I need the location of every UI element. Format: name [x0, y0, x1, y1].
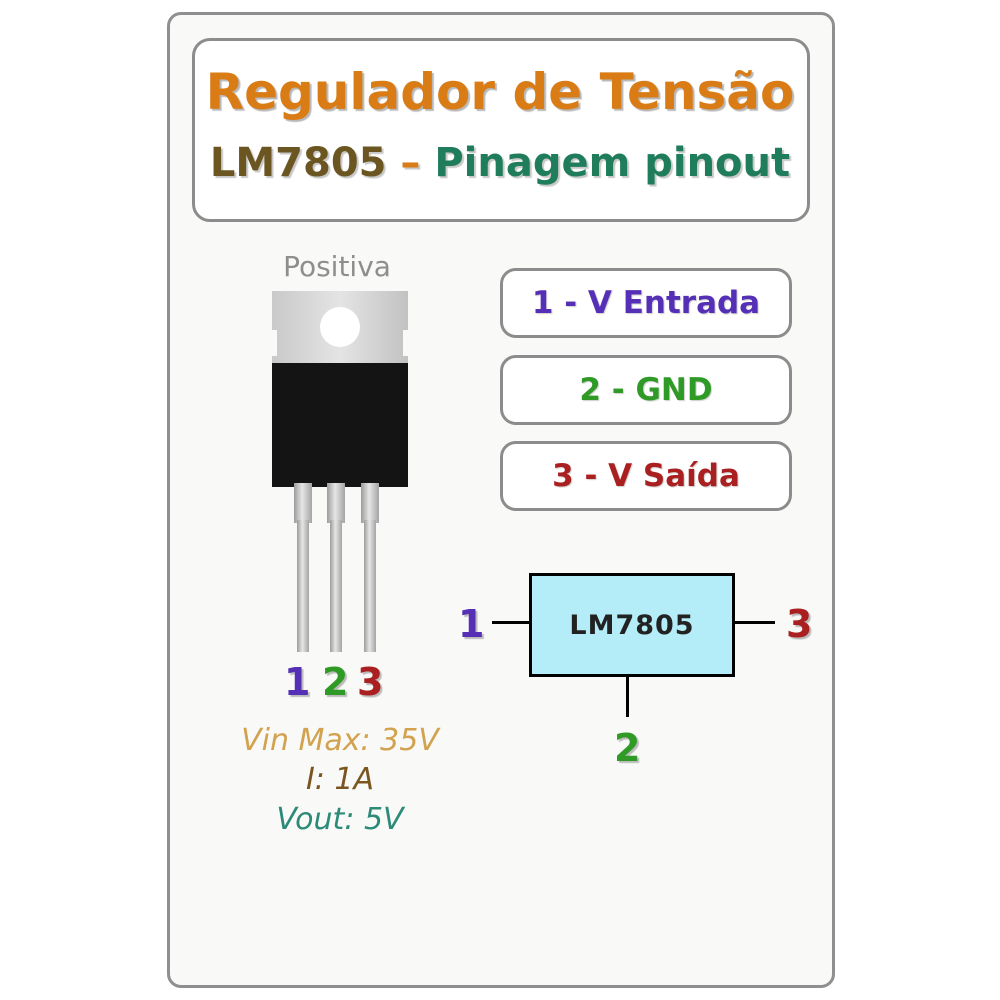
page-title: Regulador de Tensão	[205, 63, 795, 121]
wire-output	[731, 621, 775, 624]
spec-vin-max: Vin Max: 35V	[241, 723, 439, 758]
pin-label-2: 2 - GND	[500, 355, 792, 425]
symbol-pin-3: 3	[786, 602, 813, 646]
spec-current: I: 1A	[305, 762, 375, 797]
regulator-symbol: LM7805	[529, 573, 735, 677]
spec-vout: Vout: 5V	[276, 802, 404, 837]
title-box	[192, 38, 810, 222]
page-subtitle: LM7805 – Pinagem pinout	[0, 140, 1000, 186]
pin-label-3: 3 - V Saída	[500, 441, 792, 511]
symbol-pin-1: 1	[458, 602, 485, 646]
tab-label-positiva: Positiva	[283, 250, 391, 283]
symbol-pin-2: 2	[614, 726, 641, 770]
leg-number-3: 3	[357, 660, 384, 704]
leg-number-1: 1	[284, 660, 311, 704]
wire-input	[492, 621, 530, 624]
pin-label-1: 1 - V Entrada	[500, 268, 792, 338]
wire-ground	[626, 673, 629, 717]
model-name: LM7805	[209, 140, 387, 186]
subtitle-pinout: Pinagem pinout	[434, 140, 791, 186]
leg-number-2: 2	[322, 660, 349, 704]
title-dash: –	[400, 140, 421, 186]
